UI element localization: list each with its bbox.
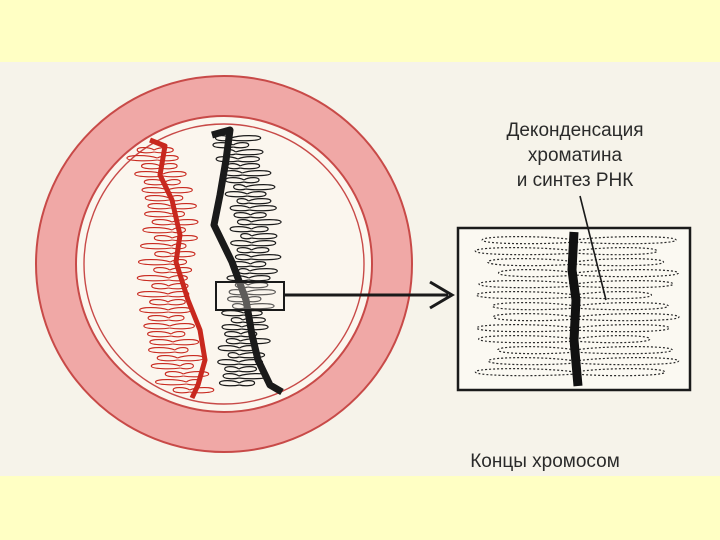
- decondensation-label-line2: хроматина: [470, 143, 680, 168]
- magnified-chromatid-axis: [572, 232, 578, 386]
- decondensation-label: Деконденсация хроматина и синтез РНК: [470, 118, 680, 193]
- decondensation-label-line3: и синтез РНК: [470, 168, 680, 193]
- magnified-region-marker: [216, 282, 284, 310]
- chromosome-ends-label: Концы хромосом: [430, 449, 660, 474]
- decondensation-label-line1: Деконденсация: [470, 118, 680, 143]
